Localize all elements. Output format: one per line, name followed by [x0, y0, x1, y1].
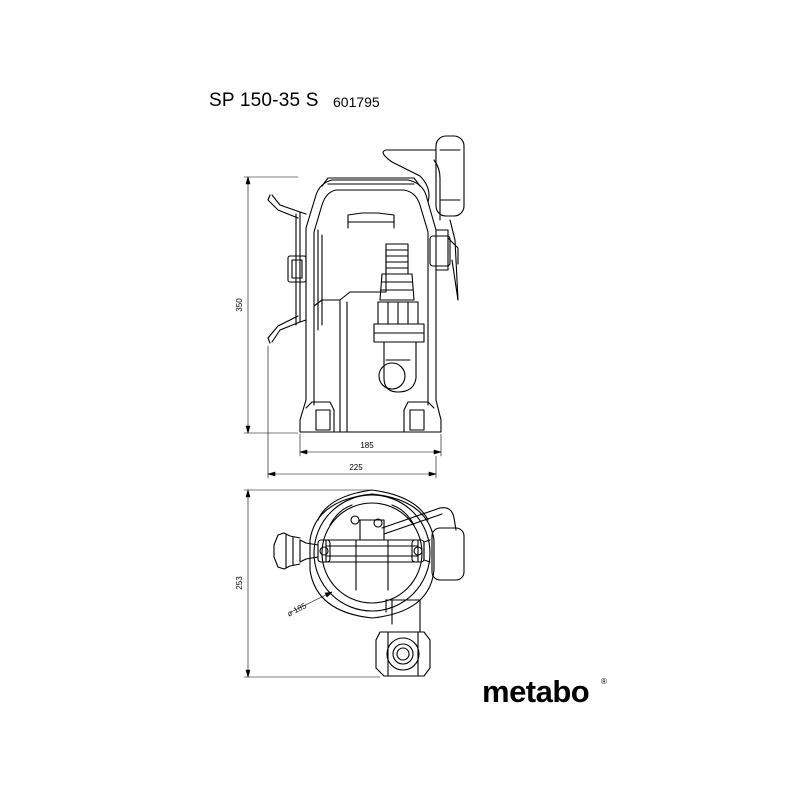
- article-number: 601795: [333, 94, 380, 110]
- model-title: SP 150-35 S: [209, 90, 319, 111]
- pump-side-view: [267, 135, 465, 433]
- dimension-total-width-label: 225: [349, 463, 363, 472]
- registered-mark: ®: [601, 677, 607, 686]
- dimension-height-label: 350: [235, 298, 244, 312]
- pump-top-view: [273, 489, 465, 677]
- dimension-diameter-label: ⌀ 185: [286, 601, 309, 619]
- dimension-depth-label: 253: [235, 576, 244, 590]
- dimension-base-width-label: 185: [360, 441, 374, 450]
- brand-logo: metabo: [482, 674, 590, 709]
- dimension-lines: [243, 176, 442, 678]
